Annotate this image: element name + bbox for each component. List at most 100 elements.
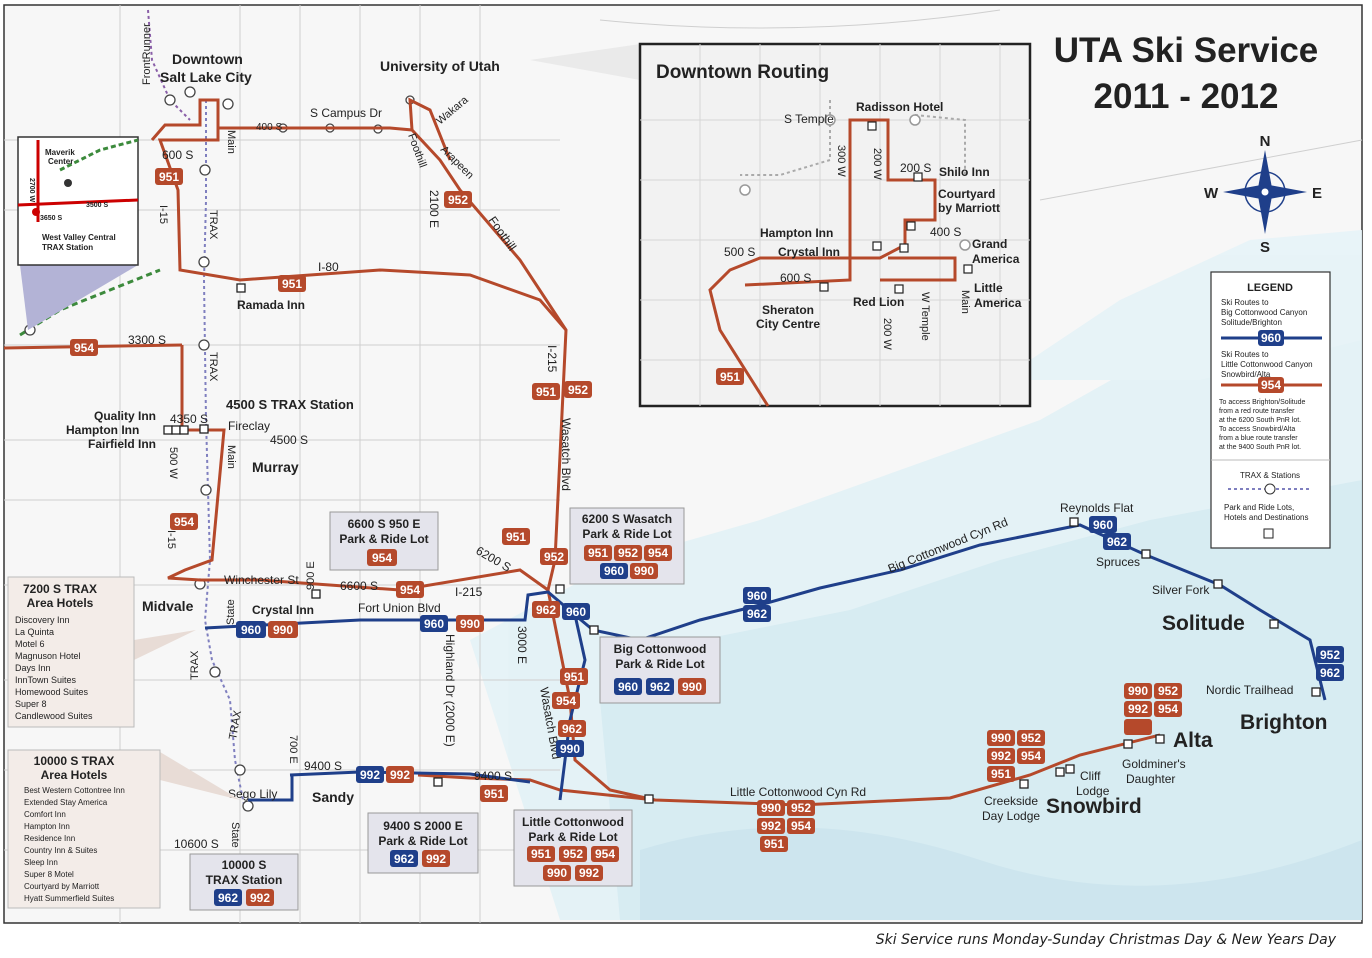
street-4500s: 4500 S	[270, 433, 308, 447]
street-400s: 400 S	[256, 122, 282, 133]
route-badge: 990	[273, 623, 293, 637]
trax10000-badge-962: 962	[218, 891, 238, 905]
street-state-2: State	[229, 822, 241, 848]
hotel-boxes: 7200 S TRAX Area Hotels Discovery Inn La…	[7, 576, 240, 909]
street-trax-1: TRAX	[207, 210, 219, 240]
littlecw-badge-990: 990	[547, 866, 567, 880]
compass-n: N	[1260, 133, 1271, 150]
hotels7200-item: Days Inn	[15, 663, 51, 673]
dr-crystal: Crystal Inn	[778, 245, 840, 259]
route-badge: 951	[506, 530, 526, 544]
hotels7200-item: La Quinta	[15, 627, 54, 637]
route-badges: 951 951 952 951 952 954 951 952 954 954 …	[70, 168, 1344, 852]
dr-redlion: Red Lion	[853, 295, 904, 309]
route-badge: 992	[761, 819, 781, 833]
dr-300w: 300 W	[835, 145, 847, 177]
legend-transfer-4: To access Snowbird/Alta	[1219, 426, 1295, 433]
hotels10000-item: Courtyard by Marriott	[24, 882, 100, 891]
route-badge: 954	[74, 341, 94, 355]
street-700e: 700 E	[287, 735, 299, 764]
pr6200-line1: 6200 S Wasatch	[582, 512, 672, 526]
route-badge: 990	[761, 801, 781, 815]
street-900e: 900 E	[305, 561, 317, 590]
street-3000e: 3000 E	[515, 626, 529, 664]
park-ride-boxes: 6600 S 950 E Park & Ride Lot 954 6200 S …	[189, 507, 721, 911]
legend-transfer-2: from a red route transfer	[1219, 408, 1295, 415]
pr6200-badge-990: 990	[634, 564, 654, 578]
legend-title: LEGEND	[1247, 282, 1293, 294]
street-i215-2: I-215	[455, 585, 483, 599]
route-badge: 990	[991, 731, 1011, 745]
street-i215-1: I-215	[545, 345, 559, 373]
pr9400-badge-962: 962	[394, 852, 414, 866]
street-trax-4: TRAX	[189, 650, 201, 680]
pr6200-badge-952: 952	[618, 546, 638, 560]
legend-blue-2: Big Cottonwood Canyon	[1221, 308, 1307, 317]
hotels10000-item: Best Western Cottontree Inn	[24, 786, 125, 795]
hotels7200-item: Discovery Inn	[15, 615, 70, 625]
title-line1: UTA Ski Service	[1054, 31, 1319, 70]
wv-maverik-2: Center	[48, 157, 73, 166]
bigcw-badge-990: 990	[682, 680, 702, 694]
legend-red-badge: 954	[1261, 378, 1281, 392]
wv-maverik-1: Maverik	[45, 148, 75, 157]
downtown-routing-inset: Downtown Routing Radisson Hotel S Temple…	[530, 42, 1032, 408]
route-badge: 962	[747, 607, 767, 621]
legend: LEGEND Ski Routes to Big Cottonwood Cany…	[1210, 271, 1331, 549]
inset-west-valley: Maverik Center 3500 S 3650 S 2700 W West…	[17, 136, 139, 330]
route-badge: 992	[991, 749, 1011, 763]
route-badge: 954	[400, 583, 420, 597]
route-badge: 990	[1128, 684, 1148, 698]
dr-little-1: Little	[974, 281, 1003, 295]
hotels10000-item: Country Inn & Suites	[24, 846, 97, 855]
street-main-2: Main	[225, 445, 237, 469]
dr-radisson: Radisson Hotel	[856, 100, 943, 114]
dr-courtyard-1: Courtyard	[938, 187, 995, 201]
dr-shilo: Shilo Inn	[939, 165, 990, 179]
route-badge: 960	[747, 589, 767, 603]
route-badge: 951	[764, 837, 784, 851]
route-badge: 951	[484, 787, 504, 801]
route-badge: 952	[448, 193, 468, 207]
dr-sheraton-2: City Centre	[756, 317, 820, 331]
poi-squares	[163, 283, 1321, 804]
dr-wtemple: W Temple	[919, 292, 931, 341]
street-10600s: 10600 S	[174, 837, 219, 851]
hotels7200-title1: 7200 S TRAX	[23, 582, 97, 596]
street-2100e: 2100 E	[427, 190, 441, 228]
legend-transfer-6: at the 9400 South PnR lot.	[1219, 444, 1301, 451]
pr9400-line1: 9400 S 2000 E	[383, 819, 462, 833]
trax10000-badge-992: 992	[250, 891, 270, 905]
pr9400-badge-992: 992	[426, 852, 446, 866]
solitude-label: Solitude	[1162, 612, 1245, 635]
dr-400s: 400 S	[930, 225, 961, 239]
wv-station-2: TRAX Station	[42, 243, 93, 252]
poi-goldminer-1: Goldminer's	[1122, 757, 1186, 771]
poi-hampton-inn: Hampton Inn	[66, 423, 139, 437]
bigcw-line2: Park & Ride Lot	[615, 657, 704, 671]
street-9400s-1: 9400 S	[304, 759, 342, 773]
dr-grand-1: Grand	[972, 237, 1007, 251]
hotels7200-item: InnTown Suites	[15, 675, 77, 685]
frontrunner-label: FrontRunner	[141, 23, 153, 85]
street-winchester: Winchester St	[224, 573, 299, 587]
route-badge: 954	[1158, 702, 1178, 716]
hotels10000-item: Sleep Inn	[24, 858, 58, 867]
route-badge: 952	[791, 801, 811, 815]
pr6600-badge-954: 954	[372, 551, 392, 565]
dr-200w: 200 W	[871, 148, 883, 180]
route-badge: 954	[556, 694, 576, 708]
hotels10000-item: Super 8 Motel	[24, 870, 74, 879]
legend-lots-1: Park and Ride Lots,	[1224, 503, 1294, 512]
street-fort-union: Fort Union Blvd	[358, 601, 441, 615]
route-badge: 952	[544, 550, 564, 564]
trax-line	[202, 100, 246, 811]
route-badge: 951	[991, 767, 1011, 781]
street-600s: 600 S	[162, 148, 193, 162]
street-wasatch-1: Wasatch Blvd	[559, 418, 573, 491]
hotels7200-item: Candlewood Suites	[15, 711, 93, 721]
dr-sheraton-1: Sheraton	[762, 303, 814, 317]
route-badge: 962	[536, 603, 556, 617]
route-badge: 951	[536, 385, 556, 399]
street-campus: S Campus Dr	[310, 106, 382, 120]
